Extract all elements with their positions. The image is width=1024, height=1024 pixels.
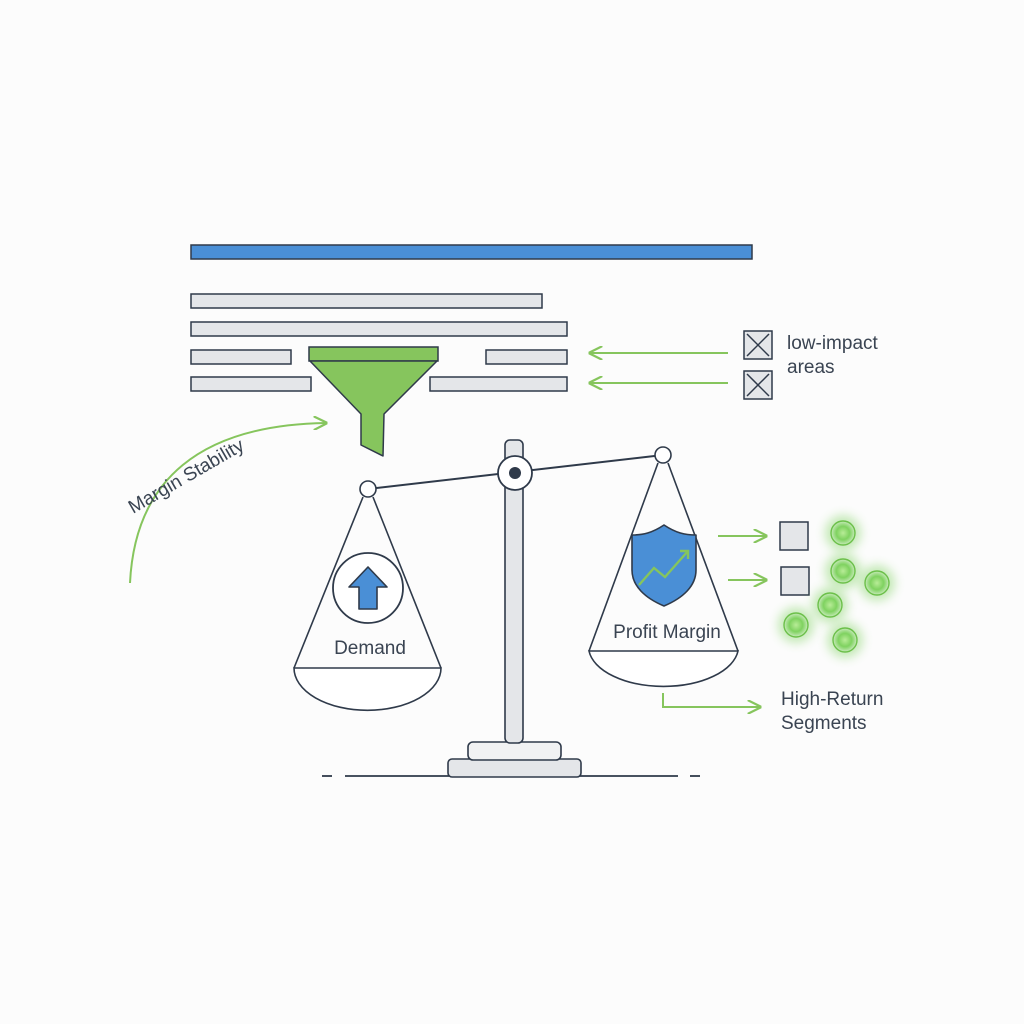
margin-stability-annotation: Margin Stability: [125, 423, 326, 584]
glow-dot: [827, 622, 863, 658]
high-return-annotation: High-Return Segments: [662, 515, 895, 734]
segment-box-2: [780, 566, 810, 596]
document-block: [190, 244, 753, 392]
glow-dot: [859, 565, 895, 601]
glow-dot: [825, 515, 861, 551]
high-return-arrow: [662, 693, 760, 707]
scale-pillar: [504, 439, 524, 744]
funnel-icon: [308, 346, 439, 457]
scale-base-top: [467, 741, 562, 761]
margin-stability-arrow: [129, 423, 326, 584]
crossed-box-icon: [743, 370, 773, 400]
segment-box-1: [779, 521, 809, 551]
glow-dot: [812, 587, 848, 623]
up-arrow-icon: [348, 566, 388, 610]
profit-margin-label: Profit Margin: [613, 622, 721, 643]
high-return-label-line2: Segments: [781, 713, 867, 734]
text-bar-3-right: [485, 349, 568, 365]
low-impact-label-line2: areas: [787, 357, 835, 378]
demand-label: Demand: [334, 638, 406, 659]
header-bar: [190, 244, 753, 260]
glow-dot: [778, 607, 814, 643]
crossed-box-icon: [743, 330, 773, 360]
text-bar-4-right: [429, 376, 568, 392]
left-pan: Demand: [293, 480, 442, 712]
glow-dot: [825, 553, 861, 589]
margin-stability-label: Margin Stability: [125, 435, 248, 518]
text-bar-3-left: [190, 349, 292, 365]
shield-trend-icon: [631, 524, 697, 607]
high-return-label-line1: High-Return: [781, 689, 883, 710]
text-bar-1: [190, 293, 543, 309]
low-impact-label-line1: low-impact: [787, 333, 879, 354]
balance-scale: Demand Profit Margin: [293, 439, 739, 778]
low-impact-annotation: low-impact areas: [590, 330, 879, 400]
text-bar-2: [190, 321, 568, 337]
glow-dot-cluster: [778, 515, 895, 658]
right-pan: Profit Margin: [588, 446, 739, 688]
text-bar-4-left: [190, 376, 312, 392]
scale-base: [447, 758, 582, 778]
